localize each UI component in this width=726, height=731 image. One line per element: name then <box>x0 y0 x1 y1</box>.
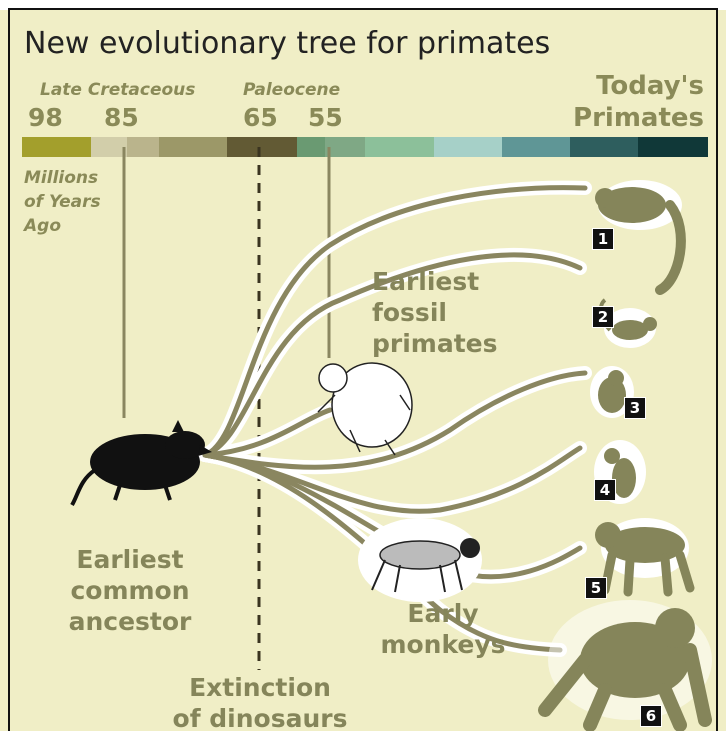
common-ancestor-icon <box>72 420 212 505</box>
extinction-of-dinosaurs-label: Extinction of dinosaurs <box>160 672 360 731</box>
primate-5-icon <box>595 518 690 592</box>
ancestor-line1: Earliest <box>50 544 210 575</box>
ancestor-line2: common <box>50 575 210 606</box>
primate-number-3: 3 <box>624 397 646 419</box>
primate-6-icon <box>545 600 712 725</box>
ancestor-line3: ancestor <box>50 606 210 637</box>
fossil-line2: fossil <box>372 297 498 328</box>
primate-number-5: 5 <box>585 577 607 599</box>
primate-number-1: 1 <box>592 228 614 250</box>
earliest-common-ancestor-label: Earliest common ancestor <box>50 544 210 637</box>
fossil-line1: Earliest <box>372 266 498 297</box>
fossil-primate-icon <box>318 363 412 455</box>
primate-number-2: 2 <box>592 306 614 328</box>
primate-number-6: 6 <box>640 705 662 727</box>
extinction-line2: of dinosaurs <box>160 703 360 731</box>
early-monkeys-label: Early monkeys <box>368 598 518 660</box>
extinction-line1: Extinction <box>160 672 360 703</box>
fossil-line3: primates <box>372 328 498 359</box>
monkeys-line2: monkeys <box>368 629 518 660</box>
early-monkey-icon <box>358 518 482 602</box>
primate-number-4: 4 <box>594 479 616 501</box>
earliest-fossil-primates-label: Earliest fossil primates <box>372 266 498 359</box>
monkeys-line1: Early <box>368 598 518 629</box>
